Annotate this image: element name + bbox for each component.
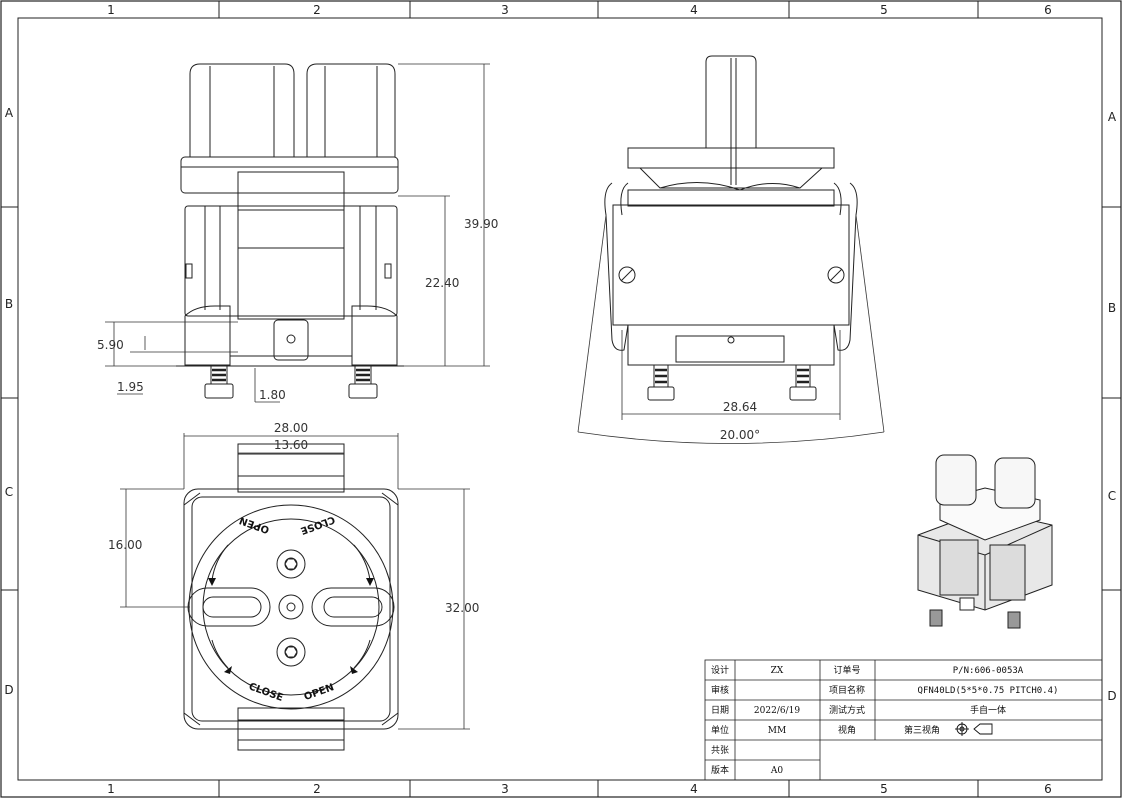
side-body: [612, 204, 850, 326]
front-knob-left: [189, 63, 295, 157]
col-label-top: 1: [107, 3, 115, 17]
tb-review-label: 审核: [711, 684, 729, 696]
tb-view-value: 第三视角: [904, 724, 940, 736]
side-handle: [705, 55, 757, 148]
col-label-bottom: 1: [107, 782, 115, 796]
tb-date-label: 日期: [711, 705, 729, 716]
iso-knob-right: [994, 457, 1036, 509]
iso-knob-left: [935, 454, 977, 506]
col-label-top: 4: [690, 3, 698, 17]
dim-front-height: 39.90: [464, 217, 498, 231]
dim-front-base: 1.95: [117, 380, 144, 394]
tb-unit-label: 单位: [711, 724, 729, 736]
top-screw-lower: [276, 637, 306, 667]
tb-project-value: QFN40LD(5*5*0.75 PITCH0.4): [918, 686, 1059, 696]
row-label-left: C: [5, 485, 13, 499]
lid-label-open-top: OPEN: [238, 514, 271, 535]
dim-front-foot: 1.80: [259, 388, 286, 402]
lid-label-close-bottom: CLOSE: [247, 681, 285, 704]
title-block: [704, 659, 1103, 781]
dim-top-width: 28.00: [274, 421, 308, 435]
col-label-bottom: 4: [690, 782, 698, 796]
third-angle-projection-icon: [955, 722, 993, 736]
dim-top-inner: 13.60: [274, 438, 308, 452]
tb-sheets-label: 共张: [711, 745, 729, 756]
dim-side-width: 28.64: [723, 400, 757, 414]
tb-designer-value: ZX: [771, 666, 784, 676]
col-label-bottom: 2: [313, 782, 321, 796]
dim-front-body: 22.40: [425, 276, 459, 290]
tb-test-label: 测试方式: [829, 704, 865, 716]
lid-label-close-top: CLOSE: [299, 513, 337, 536]
dim-side-angle: 20.00°: [720, 428, 760, 442]
top-dimension-lines: [120, 433, 470, 730]
isometric-view: [917, 454, 1053, 629]
col-label-top: 6: [1044, 3, 1052, 17]
row-label-right: B: [1108, 301, 1116, 315]
tb-designer-label: 设计: [711, 664, 729, 676]
tb-test-value: 手自一体: [970, 704, 1006, 716]
col-label-top: 3: [501, 3, 509, 17]
top-lid-circle: [188, 504, 394, 710]
row-label-right: A: [1108, 110, 1117, 124]
col-label-top: 2: [313, 3, 321, 17]
top-arrow-heads: [208, 578, 374, 674]
col-label-top: 5: [880, 3, 888, 17]
side-view: [604, 55, 858, 401]
tb-version-value: A0: [770, 766, 783, 776]
col-label-bottom: 5: [880, 782, 888, 796]
front-dimension-lines: [105, 63, 490, 403]
tb-view-label: 视角: [838, 724, 856, 736]
tb-project-label: 项目名称: [829, 684, 865, 696]
tb-order-label: 订单号: [833, 664, 860, 676]
row-label-left: A: [5, 106, 14, 120]
row-label-right: C: [1108, 489, 1116, 503]
dim-front-small: 5.90: [97, 338, 124, 352]
tb-order-value: P/N:606-0053A: [953, 666, 1024, 676]
inner-border: [17, 17, 1103, 781]
side-dimension-lines: [577, 214, 885, 444]
top-view: [183, 443, 399, 751]
top-slot-right: [311, 587, 395, 627]
row-label-right: D: [1107, 689, 1116, 703]
row-label-left: D: [4, 683, 13, 697]
top-slot-left: [187, 587, 271, 627]
tb-date-value: 2022/6/19: [754, 706, 800, 716]
tb-version-label: 版本: [711, 764, 729, 776]
tb-unit-value: MM: [768, 726, 786, 736]
top-screw-upper: [276, 549, 306, 579]
lid-label-open-bottom: OPEN: [303, 682, 336, 703]
row-label-left: B: [5, 297, 13, 311]
dim-top-height: 32.00: [445, 601, 479, 615]
front-view: [176, 63, 404, 399]
front-knob-right: [306, 63, 396, 157]
col-label-bottom: 3: [501, 782, 509, 796]
dim-top-side: 16.00: [108, 538, 142, 552]
col-label-bottom: 6: [1044, 782, 1052, 796]
